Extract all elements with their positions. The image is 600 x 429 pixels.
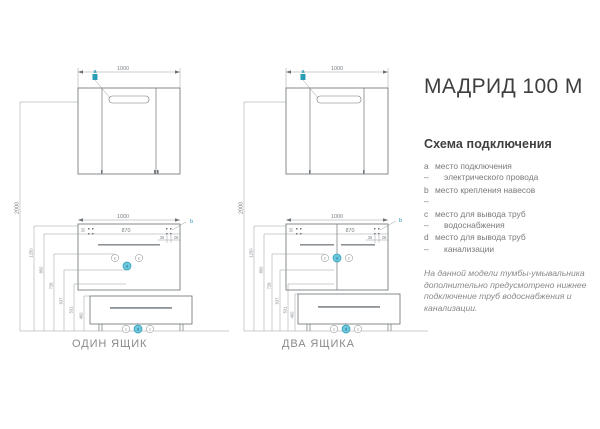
dim-ladder-right: 1250 850 728 637 531 460 50 xyxy=(249,225,334,331)
washbasin-left: 870 xyxy=(77,223,181,291)
dim-1250-left: 1250 xyxy=(29,248,34,258)
drawing-one-drawer: 1000 a xyxy=(14,58,229,348)
legend-item-a: a – место подключения электрического про… xyxy=(424,161,596,184)
dim-small-left: 36 28 xyxy=(158,235,180,243)
legend-line1-a: место подключения xyxy=(435,161,512,171)
legend-text-b: место крепления навесов xyxy=(435,185,596,208)
marker-a-right: a xyxy=(300,69,319,99)
legend-line1-d: место для вывода труб xyxy=(435,232,526,243)
drawer-cabinet-right xyxy=(297,293,401,331)
dim-36-right: 36 xyxy=(368,235,373,240)
legend-item-b: b – место крепления навесов xyxy=(424,185,596,208)
legend-key-a: a – xyxy=(424,161,429,183)
dim-28-right: 28 xyxy=(382,235,387,240)
legend-key-b: b – xyxy=(424,184,429,207)
dim-1000-basin-right: 1000 xyxy=(331,214,343,220)
svg-text:c: c xyxy=(114,256,116,261)
legend-line2-a: электрического провода xyxy=(444,172,539,183)
svg-text:b: b xyxy=(190,219,193,225)
dim-1000-basin-left: 1000 xyxy=(117,214,129,220)
dim-1250-right: 1250 xyxy=(249,248,254,258)
dim-50-left: 50 xyxy=(81,227,86,232)
svg-text:d: d xyxy=(345,327,347,332)
legend-item-d: d – место для вывода труб канализации xyxy=(424,232,596,255)
marker-a-left: a xyxy=(92,69,111,99)
model-title: МАДРИД 100 М xyxy=(424,75,583,98)
legend-text-a: место подключения электрического провода xyxy=(435,161,596,184)
dim-36-left: 36 xyxy=(160,235,165,240)
legend-item-c: c – место для вывода труб водоснабжения xyxy=(424,209,596,232)
legend-line1-c: место для вывода труб xyxy=(435,208,526,219)
marker-b-left: b xyxy=(171,219,193,231)
dim-728-left: 728 xyxy=(49,282,54,290)
drawer-cabinet-left xyxy=(89,295,193,331)
dim-top-width-left: 1000 xyxy=(77,66,181,88)
legend-text-c: место для вывода труб водоснабжения xyxy=(435,209,596,232)
legend-text-d: место для вывода труб канализации xyxy=(435,232,596,255)
connection-points-floor-right: c d c xyxy=(330,324,362,334)
marker-b-right: b xyxy=(379,218,402,231)
svg-text:c: c xyxy=(324,256,326,261)
dim-28-left: 28 xyxy=(174,235,179,240)
dim-460-right: 460 xyxy=(290,311,295,319)
dim-ladder-left: 1250 850 728 637 531 460 50 xyxy=(29,225,126,331)
connection-points-floor-left: c d c xyxy=(122,324,154,334)
legend-line1-b: место крепления навесов xyxy=(435,184,536,195)
dim-728-right: 728 xyxy=(267,282,272,290)
dim-870-left: 870 xyxy=(122,228,131,234)
caption-one-drawer: ОДИН ЯЩИК xyxy=(72,338,148,350)
svg-text:a: a xyxy=(301,69,305,75)
dim-1000-top-right: 1000 xyxy=(331,66,343,72)
dim-637-right: 637 xyxy=(275,297,280,305)
dim-637-left: 637 xyxy=(59,297,64,305)
dim-50-right: 50 xyxy=(289,227,294,232)
dim-1000-top-left: 1000 xyxy=(117,66,129,72)
drawing-two-drawers: 1000 a 2000 xyxy=(238,58,428,348)
legend-list: a – место подключения электрического про… xyxy=(424,161,596,255)
legend-line2-c: водоснабжения xyxy=(444,220,505,231)
dim-850-right: 850 xyxy=(259,266,264,274)
svg-text:c: c xyxy=(149,327,151,332)
svg-text:c: c xyxy=(138,256,140,261)
svg-text:a: a xyxy=(93,69,97,75)
dim-531-right: 531 xyxy=(283,306,288,314)
dim-460-left: 460 xyxy=(79,312,84,320)
svg-text:d: d xyxy=(137,327,139,332)
mount-points-left xyxy=(88,228,172,235)
connection-points-basin-left: c c d xyxy=(111,254,143,271)
legend-key-d: d – xyxy=(424,232,429,254)
dim-small-right: 36 28 xyxy=(366,235,388,243)
legend-key-c: c – xyxy=(424,208,429,231)
svg-text:c: c xyxy=(357,327,359,332)
installation-note: На данной модели тумбы-умывальника допол… xyxy=(424,268,587,314)
dim-870-right: 870 xyxy=(346,228,355,234)
svg-text:c: c xyxy=(125,327,127,332)
mirror-cabinet-right xyxy=(285,87,389,175)
dim-850-left: 850 xyxy=(39,266,44,274)
legend-line2-d: канализации xyxy=(444,243,495,254)
info-column: МАДРИД 100 М Схема подключения a – место… xyxy=(424,76,596,315)
svg-text:d: d xyxy=(336,256,338,261)
mount-points-right xyxy=(296,228,380,235)
mirror-cabinet-left xyxy=(77,87,181,175)
connection-points-basin-right: c c d xyxy=(321,253,353,263)
caption-two-drawers: ДВА ЯЩИКА xyxy=(282,338,355,350)
svg-text:c: c xyxy=(333,327,335,332)
dim-top-width-right: 1000 xyxy=(285,66,389,88)
dim-2000-right: 2000 xyxy=(239,202,245,214)
mirror-light-left xyxy=(108,95,150,104)
scheme-title: Схема подключения xyxy=(424,137,552,151)
dim-basin-width-right: 1000 xyxy=(286,214,388,222)
svg-text:d: d xyxy=(126,264,128,269)
dim-531-left: 531 xyxy=(69,306,74,314)
svg-text:c: c xyxy=(348,256,350,261)
mirror-light-right xyxy=(316,95,362,104)
svg-text:b: b xyxy=(399,218,402,224)
dim-2000-left: 2000 xyxy=(15,202,21,214)
dim-basin-width-left: 1000 xyxy=(78,214,180,222)
